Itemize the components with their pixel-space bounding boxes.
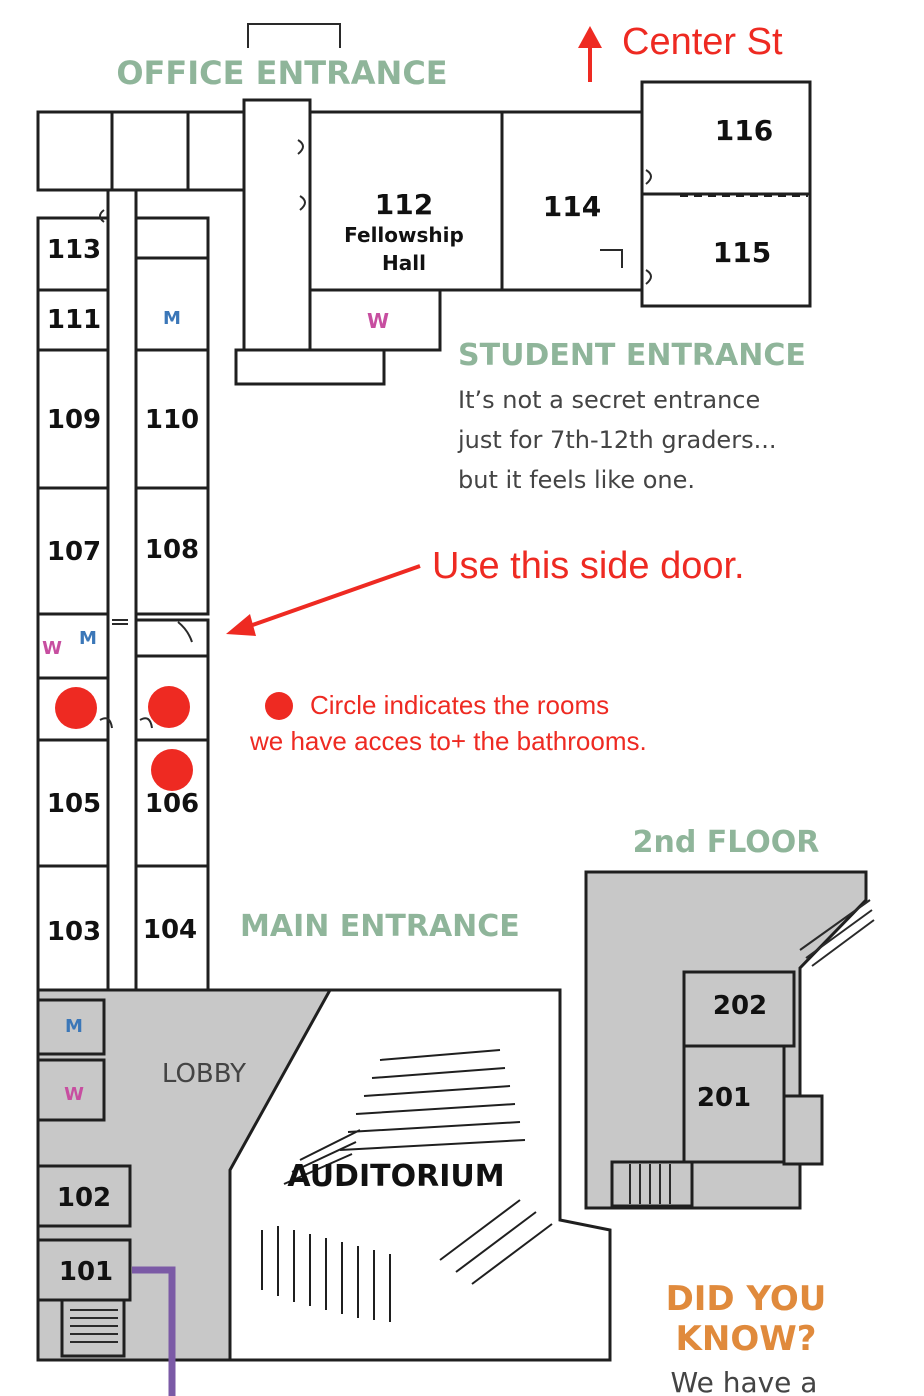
room-105-number: 105 [47, 789, 101, 819]
auditorium-label: AUDITORIUM [287, 1159, 504, 1194]
room-storage-north [134, 216, 210, 260]
auditorium [228, 988, 612, 1362]
men-restroom-west-label: M [79, 628, 97, 649]
room-115 [640, 192, 812, 308]
student-entrance-label: STUDENT ENTRANCE [458, 338, 806, 373]
north-wing [36, 80, 812, 386]
office-entrance-door [247, 23, 341, 48]
room-110-number: 110 [145, 405, 199, 435]
side-door-vestibule [134, 618, 210, 658]
second-floor-label: 2nd FLOOR [633, 825, 820, 860]
room-111-number: 111 [47, 305, 101, 335]
room-108 [134, 486, 210, 616]
center-st-label: Center St [622, 21, 783, 63]
north-arrow-icon [578, 26, 602, 82]
room-116 [640, 80, 812, 196]
west-wing [36, 188, 210, 992]
room-107-number: 107 [47, 537, 101, 567]
north-porch [234, 348, 386, 386]
stairs-second-floor [610, 1160, 694, 1208]
room-113 [36, 216, 110, 292]
did-you-know-line1: DID YOU [666, 1279, 827, 1319]
restroom-men-north [134, 256, 210, 352]
room-103 [36, 864, 110, 992]
room-office-a [36, 110, 114, 192]
room-110 [134, 348, 210, 490]
room-115-number: 115 [713, 236, 771, 269]
legend-text-line2: we have acces to+ the bathrooms. [249, 726, 647, 756]
women-restroom-west-label: W [42, 638, 62, 659]
student-entrance-text-2: just for 7th-12th graders... [457, 426, 776, 454]
student-entrance-text-1: It’s not a secret entrance [458, 386, 760, 414]
side-door-arrow-icon [226, 564, 421, 636]
room-102 [36, 1164, 132, 1228]
student-entrance-text-3: but it feels like one. [458, 466, 695, 494]
room-112-name-line1: Fellowship [344, 223, 464, 247]
room-202 [682, 970, 796, 1048]
men-restroom-north-label: M [163, 308, 181, 329]
room-112-number: 112 [375, 188, 433, 221]
room-105 [36, 738, 110, 868]
did-you-know-text: We have a [671, 1366, 818, 1396]
main-entrance-label: MAIN ENTRANCE [240, 909, 520, 944]
room-201 [682, 1044, 786, 1164]
lobby-label: LOBBY [162, 1059, 246, 1089]
room-104-number: 104 [143, 915, 197, 945]
room-104 [134, 864, 210, 992]
room-101-number: 101 [59, 1257, 113, 1287]
room-201-number: 201 [697, 1083, 751, 1113]
room-office-c [186, 110, 246, 192]
purple-route-path [132, 1266, 176, 1396]
office-entrance-label: OFFICE ENTRANCE [116, 54, 447, 92]
restroom-men-lobby [36, 998, 106, 1056]
room-109-number: 109 [47, 405, 101, 435]
room-112-name-line2: Hall [382, 251, 426, 275]
room-108-number: 108 [145, 535, 199, 565]
access-marker-west-a [55, 687, 97, 729]
room-116-number: 116 [715, 114, 773, 147]
room-109 [36, 348, 110, 490]
legend-circle-icon [265, 692, 293, 720]
room-114 [500, 110, 644, 292]
second-floor-plan [584, 870, 875, 1210]
side-door-annotation: Use this side door. [432, 545, 745, 587]
access-marker-west-b [148, 686, 190, 728]
room-113-number: 113 [47, 235, 101, 265]
room-office-b [110, 110, 190, 192]
room-103-number: 103 [47, 917, 101, 947]
restroom-women-north [308, 288, 442, 352]
legend-text-line1: Circle indicates the rooms [310, 690, 609, 720]
west-hallway [106, 188, 138, 992]
room-114-number: 114 [543, 190, 601, 223]
room-106-number: 106 [145, 789, 199, 819]
did-you-know-line2: KNOW? [676, 1319, 817, 1359]
restroom-women-lobby [36, 1058, 106, 1122]
men-restroom-lobby-label: M [65, 1016, 83, 1037]
access-marker-106 [151, 749, 193, 791]
room-202-number: 202 [713, 991, 767, 1021]
stairs-lobby [60, 1298, 126, 1358]
women-restroom-north-label: W [367, 309, 389, 333]
room-102-number: 102 [57, 1183, 111, 1213]
women-restroom-lobby-label: W [64, 1084, 84, 1105]
corridor-office [242, 98, 312, 352]
